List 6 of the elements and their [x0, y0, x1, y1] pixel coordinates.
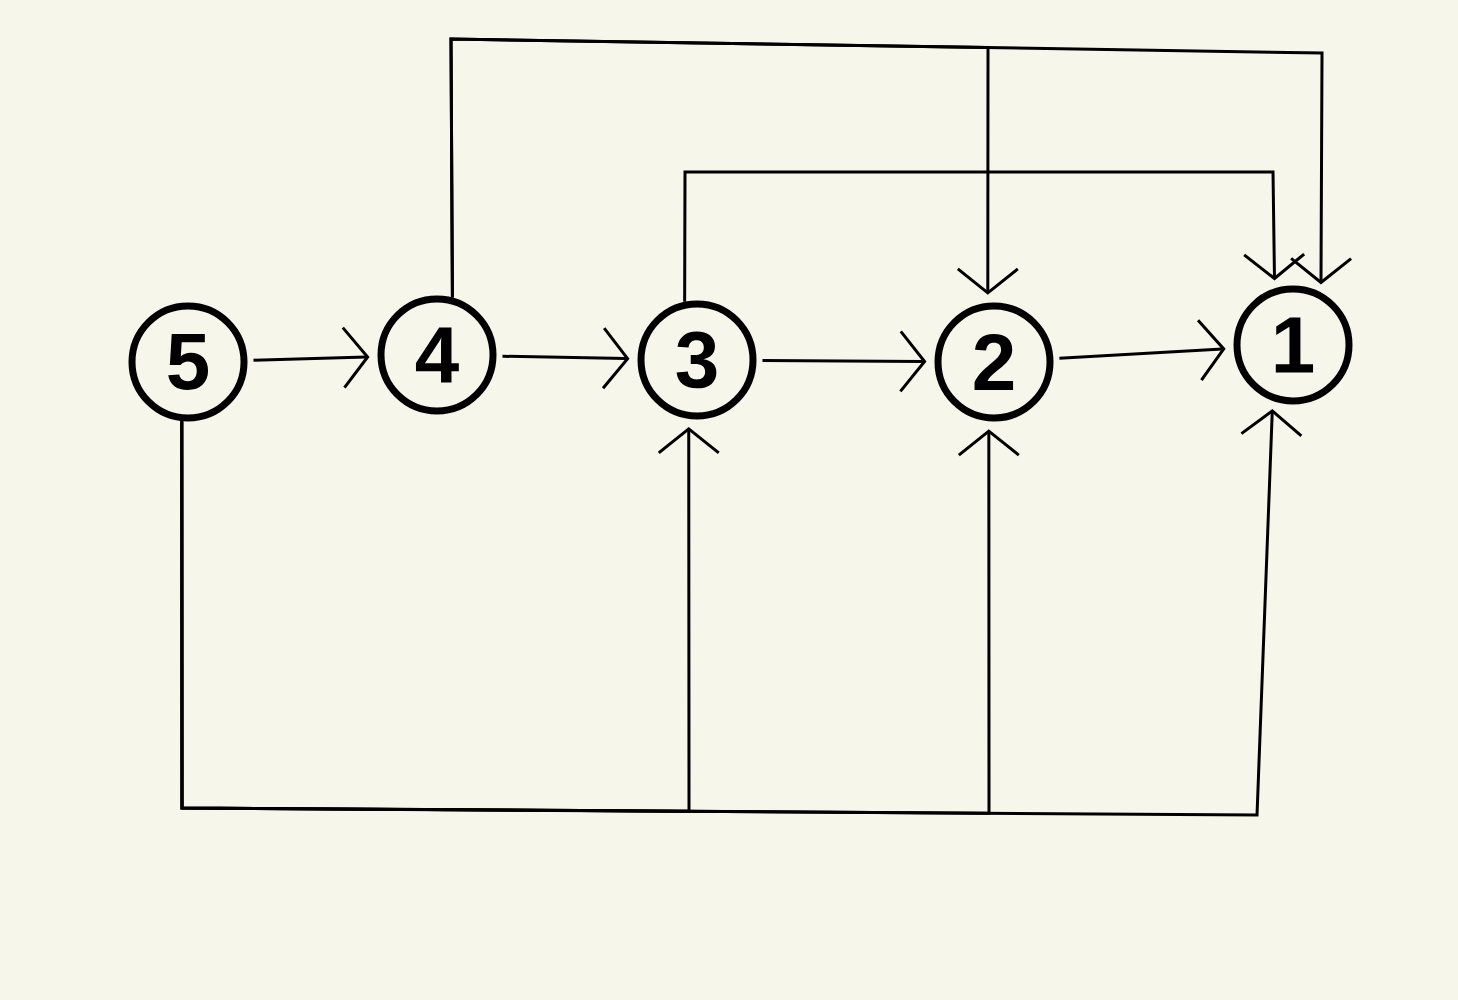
arrow	[1059, 319, 1226, 382]
arrow	[762, 330, 927, 393]
arrow	[683, 170, 1306, 302]
arrow	[180, 408, 1303, 817]
arrow	[449, 37, 1353, 298]
arrow	[502, 327, 630, 390]
